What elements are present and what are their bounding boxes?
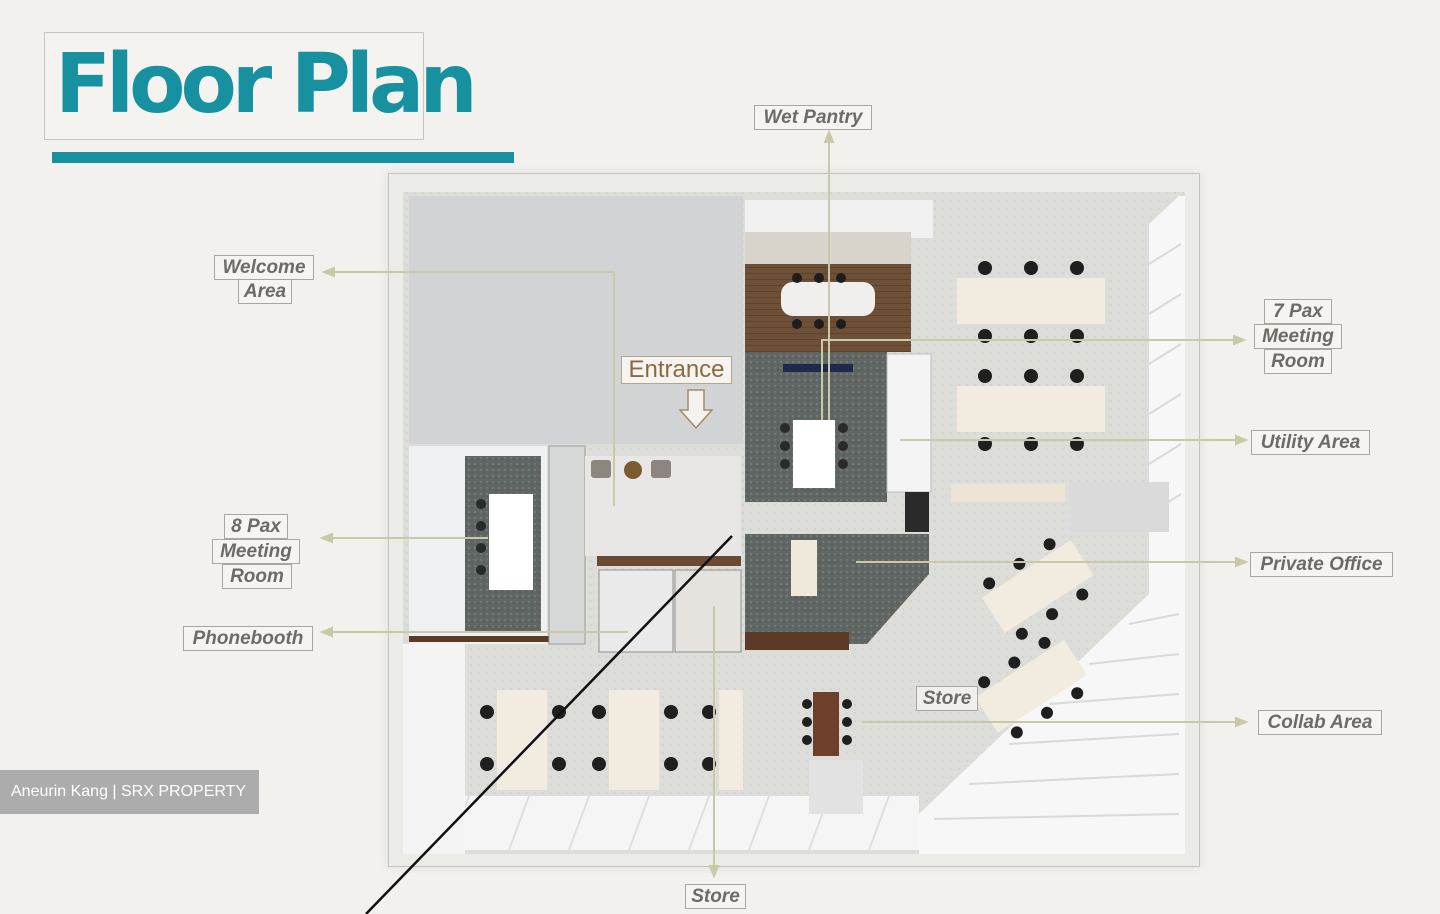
page-title: Floor Plan (55, 37, 478, 132)
label-utility-area: Utility Area (1251, 430, 1370, 455)
open-area (409, 196, 743, 444)
label-8pax-line2: Meeting (212, 539, 300, 564)
label-private-office: Private Office (1250, 552, 1393, 577)
collab-table (813, 692, 839, 756)
label-7pax-line1: 7 Pax (1264, 299, 1332, 324)
label-7pax-line2: Meeting (1254, 324, 1342, 349)
title-box: Floor Plan (44, 32, 478, 140)
label-store-inner: Store (916, 686, 978, 711)
label-7pax-line3: Room (1264, 349, 1332, 374)
label-wet-pantry: Wet Pantry (754, 105, 872, 130)
label-store-bottom: Store (685, 884, 746, 909)
label-welcome-area-line2: Area (238, 279, 292, 304)
label-welcome-area-line1: Welcome (214, 255, 314, 280)
title-underline (52, 152, 514, 163)
label-8pax-line1: 8 Pax (224, 514, 288, 539)
label-collab-area: Collab Area (1258, 710, 1382, 735)
label-phonebooth: Phonebooth (183, 626, 313, 651)
floor-plan-drawing (403, 192, 1185, 854)
watermark: Aneurin Kang | SRX PROPERTY (0, 770, 259, 814)
label-entrance: Entrance (621, 356, 732, 384)
label-8pax-line3: Room (222, 564, 292, 589)
floor-plan (388, 173, 1200, 867)
workstations-diagonal (975, 538, 1094, 739)
